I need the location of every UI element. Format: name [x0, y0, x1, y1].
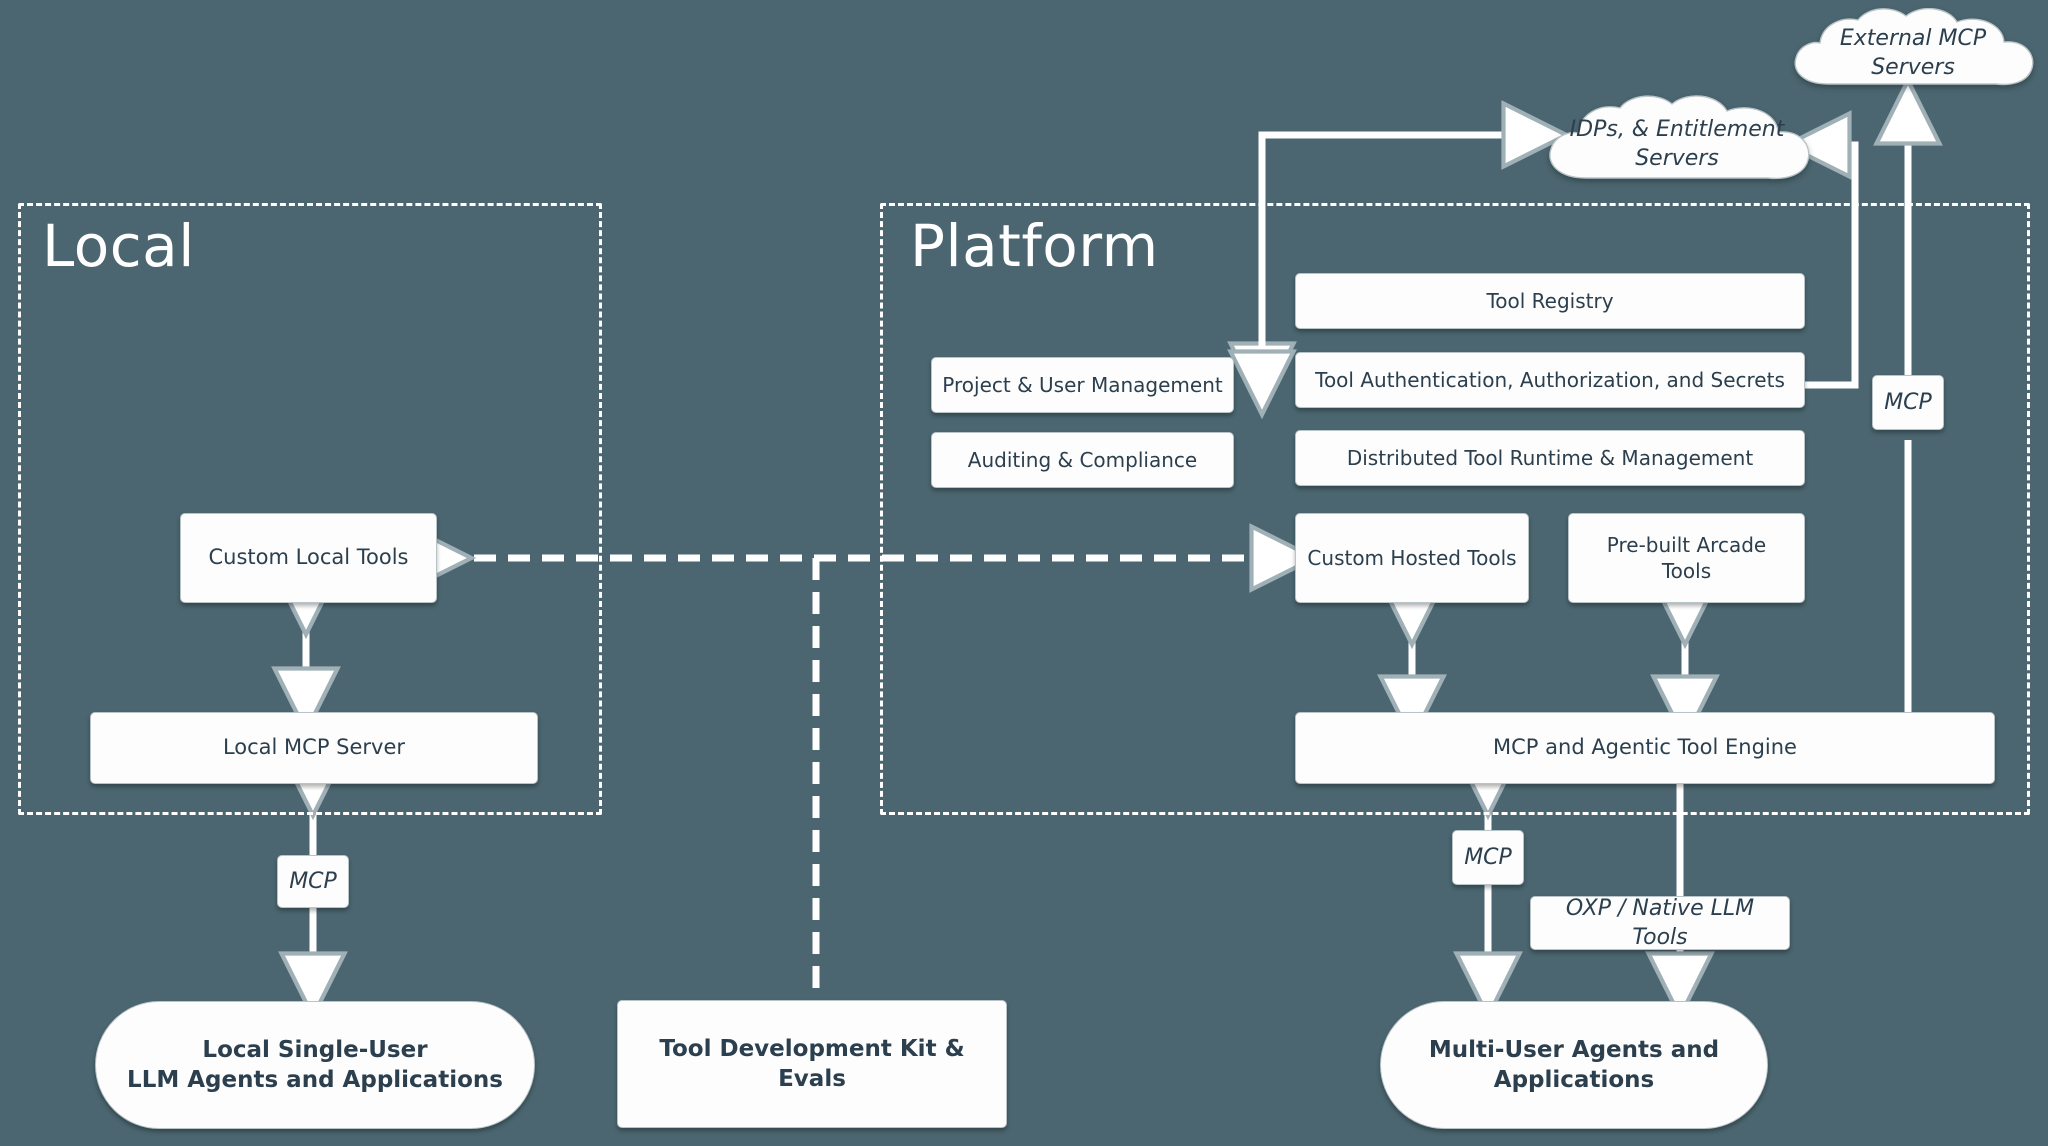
node-tool-authentication[interactable]: Tool Authentication, Authorization, and … [1295, 352, 1805, 408]
node-auditing-compliance[interactable]: Auditing & Compliance [931, 432, 1234, 488]
cloud-external-mcp-servers-label: External MCP Servers [1839, 26, 1987, 80]
cloud-icon [1794, 8, 2034, 86]
cloud-idps-entitlement-servers: IDPs, & Entitlement Servers [1536, 95, 1818, 195]
node-custom-hosted-tools[interactable]: Custom Hosted Tools [1295, 513, 1529, 603]
node-multi-user-agents-line1: Multi-User Agents and [1428, 1036, 1720, 1063]
group-local [18, 203, 602, 815]
node-tool-registry[interactable]: Tool Registry [1295, 273, 1805, 329]
group-platform-title: Platform [910, 212, 1159, 280]
node-multi-user-agents-line2: Applications [1493, 1067, 1655, 1093]
node-project-user-management[interactable]: Project & User Management [931, 357, 1234, 413]
badge-mcp-external: MCP [1872, 375, 1944, 430]
node-local-llm-agents-line1: Local Single-User [202, 1036, 428, 1063]
cloud-external-mcp-servers: External MCP Servers [1782, 8, 2044, 100]
node-local-llm-agents-line2: LLM Agents and Applications [127, 1067, 503, 1093]
badge-mcp-local: MCP [277, 855, 349, 908]
group-local-title: Local [42, 212, 195, 280]
badge-mcp-platform: MCP [1452, 830, 1524, 885]
node-multi-user-agents[interactable]: Multi-User Agents and Applications [1380, 1001, 1768, 1129]
node-distributed-tool-runtime[interactable]: Distributed Tool Runtime & Management [1295, 430, 1805, 486]
node-prebuilt-arcade-tools[interactable]: Pre-built Arcade Tools [1568, 513, 1805, 603]
group-platform [880, 203, 2030, 815]
node-mcp-agentic-tool-engine[interactable]: MCP and Agentic Tool Engine [1295, 712, 1995, 784]
badge-oxp-native-llm-tools: OXP / Native LLM Tools [1530, 896, 1790, 950]
node-tool-development-kit[interactable]: Tool Development Kit & Evals [617, 1000, 1007, 1128]
node-custom-local-tools[interactable]: Custom Local Tools [180, 513, 437, 603]
node-local-llm-agents[interactable]: Local Single-User LLM Agents and Applica… [95, 1001, 535, 1129]
node-local-mcp-server[interactable]: Local MCP Server [90, 712, 538, 784]
cloud-idps-entitlement-servers-label: IDPs, & Entitlement Servers [1569, 117, 1785, 171]
